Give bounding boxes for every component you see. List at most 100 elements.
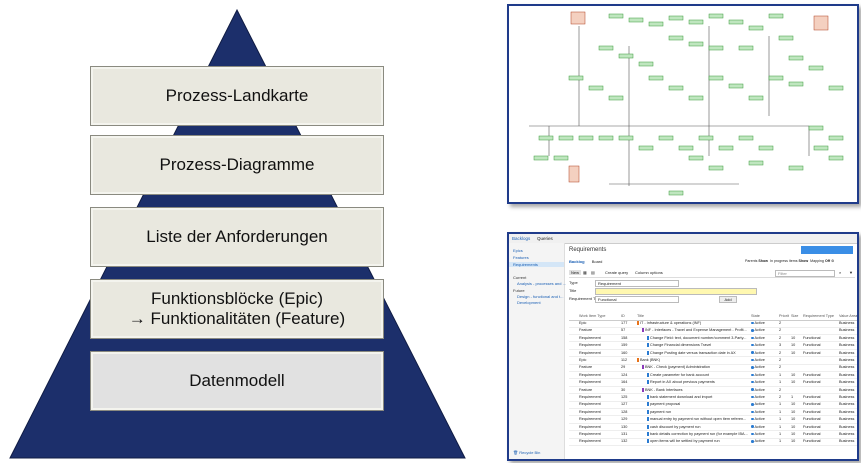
col-type[interactable]: Work Item Type bbox=[579, 314, 606, 318]
cell-id: 160 bbox=[621, 350, 628, 355]
work-item-color-icon bbox=[647, 439, 649, 444]
title-text[interactable]: Change Field: text, document number/comm… bbox=[650, 335, 747, 340]
sidebar-item-features[interactable]: Features bbox=[513, 255, 529, 260]
new-button[interactable]: New bbox=[569, 270, 582, 275]
cell-id: 30 bbox=[621, 387, 626, 392]
cell-state: Active bbox=[751, 373, 775, 377]
cell-requirement-type: Functional bbox=[803, 350, 821, 355]
tab-backlogs[interactable]: Backlogs bbox=[512, 236, 531, 241]
title-text[interactable]: cash discount by payment run bbox=[650, 424, 701, 429]
col-priority[interactable]: Priority bbox=[779, 314, 789, 318]
state-dot-icon bbox=[751, 380, 754, 384]
cell-type: Feature bbox=[579, 365, 593, 370]
cell-id: 112 bbox=[621, 358, 628, 362]
cell-title: open items will be settled by payment ru… bbox=[647, 439, 755, 444]
process-node bbox=[728, 83, 744, 89]
title-text[interactable]: BNK - Bank Interfaces bbox=[645, 387, 683, 392]
cell-title: BNK - Bank Interfaces bbox=[642, 387, 750, 392]
filter-input[interactable]: Filter bbox=[775, 270, 835, 277]
col-value-area[interactable]: Value Area bbox=[839, 314, 858, 318]
search-icon[interactable]: ⌕ bbox=[839, 270, 842, 275]
title-text[interactable]: Bank (BNK) bbox=[640, 358, 661, 362]
title-text[interactable]: payment run bbox=[650, 409, 672, 414]
title-text[interactable]: Report in AX about previous payments bbox=[650, 380, 715, 385]
tab-board[interactable]: Board bbox=[591, 259, 603, 264]
cell-value-area: Business bbox=[839, 439, 855, 444]
title-text[interactable]: Change Posting date versus transaction d… bbox=[650, 350, 736, 355]
page-title: Requirements bbox=[569, 247, 607, 253]
filter-icon[interactable]: ▼ bbox=[849, 270, 853, 275]
col-title[interactable]: Title bbox=[637, 314, 645, 318]
tab-backlog[interactable]: Backlog bbox=[569, 259, 585, 264]
sidebar-iteration[interactable]: Design - functional and t... bbox=[517, 294, 564, 299]
add-button[interactable]: Add bbox=[719, 296, 737, 303]
parents-toggle[interactable]: Show bbox=[758, 259, 768, 263]
title-text[interactable]: Create parameter for bank account bbox=[650, 372, 709, 377]
title-input[interactable] bbox=[595, 288, 757, 295]
title-text[interactable]: INF - Interfaces - Travel and Expense Ma… bbox=[645, 328, 747, 333]
parents-label: Parents bbox=[745, 259, 758, 263]
column-options-button[interactable]: Column options bbox=[635, 270, 663, 275]
cell-state: Active bbox=[751, 351, 775, 355]
col-size[interactable]: Size bbox=[791, 314, 799, 318]
sidebar-item-requirements[interactable]: Requirements bbox=[509, 262, 564, 267]
list-icon[interactable]: ▤ bbox=[591, 270, 595, 275]
work-item-color-icon bbox=[647, 335, 649, 340]
process-node bbox=[738, 135, 754, 141]
gear-icon[interactable]: ⚙ bbox=[831, 259, 835, 263]
sidebar-iteration[interactable]: Development bbox=[517, 300, 541, 305]
col-state[interactable]: State bbox=[751, 314, 760, 318]
title-text[interactable]: bank statement download and import bbox=[650, 395, 713, 399]
process-node bbox=[618, 53, 634, 59]
title-text[interactable]: payment proposal bbox=[650, 402, 681, 407]
sidebar-iteration[interactable]: Analysis - processes and ... bbox=[517, 281, 566, 286]
cell-state: Active bbox=[751, 321, 775, 325]
in-progress-toggle[interactable]: Show bbox=[798, 259, 809, 263]
process-node bbox=[778, 35, 794, 41]
type-select[interactable]: Requirement bbox=[595, 280, 679, 287]
col-requirement-type[interactable]: Requirement Type bbox=[803, 314, 834, 318]
mapping-toggle[interactable]: Off bbox=[824, 259, 831, 263]
cell-requirement-type: Functional bbox=[803, 439, 821, 444]
state-dot-icon bbox=[751, 388, 754, 391]
title-text[interactable]: manual entry by payment run without open… bbox=[650, 417, 747, 422]
grid-icon[interactable]: ▦ bbox=[583, 270, 587, 275]
sidebar-item-epics[interactable]: Epics bbox=[513, 248, 523, 253]
title-text[interactable]: IT - Infrastructure & operations (INF) bbox=[640, 321, 702, 325]
rtype-select[interactable]: Functional bbox=[595, 296, 679, 303]
cell-id: 164 bbox=[621, 380, 628, 385]
title-text[interactable]: bank details correction by payment run (… bbox=[650, 432, 748, 436]
cell-size: 10 bbox=[791, 439, 796, 444]
title-text[interactable]: open items will be settled by payment ru… bbox=[650, 439, 720, 444]
recycle-bin-link[interactable]: 🗑 Recycle Bin bbox=[513, 450, 540, 455]
process-node bbox=[578, 135, 594, 141]
state-dot-icon bbox=[751, 366, 754, 369]
top-tab-bar: Backlogs Queries bbox=[509, 234, 857, 244]
create-query-button[interactable]: Create query bbox=[605, 270, 629, 275]
title-text[interactable]: Change Financial dimensions Travel bbox=[650, 343, 712, 348]
cell-title: INF - Interfaces - Travel and Expense Ma… bbox=[642, 328, 750, 333]
tab-queries[interactable]: Queries bbox=[537, 236, 553, 241]
col-id[interactable]: ID bbox=[621, 314, 625, 318]
title-text[interactable]: BNK - Check (payment) Administration bbox=[645, 365, 710, 370]
cell-title: Report in AX about previous payments bbox=[647, 380, 755, 385]
cell-size: 10 bbox=[791, 335, 796, 340]
process-node bbox=[828, 135, 844, 141]
